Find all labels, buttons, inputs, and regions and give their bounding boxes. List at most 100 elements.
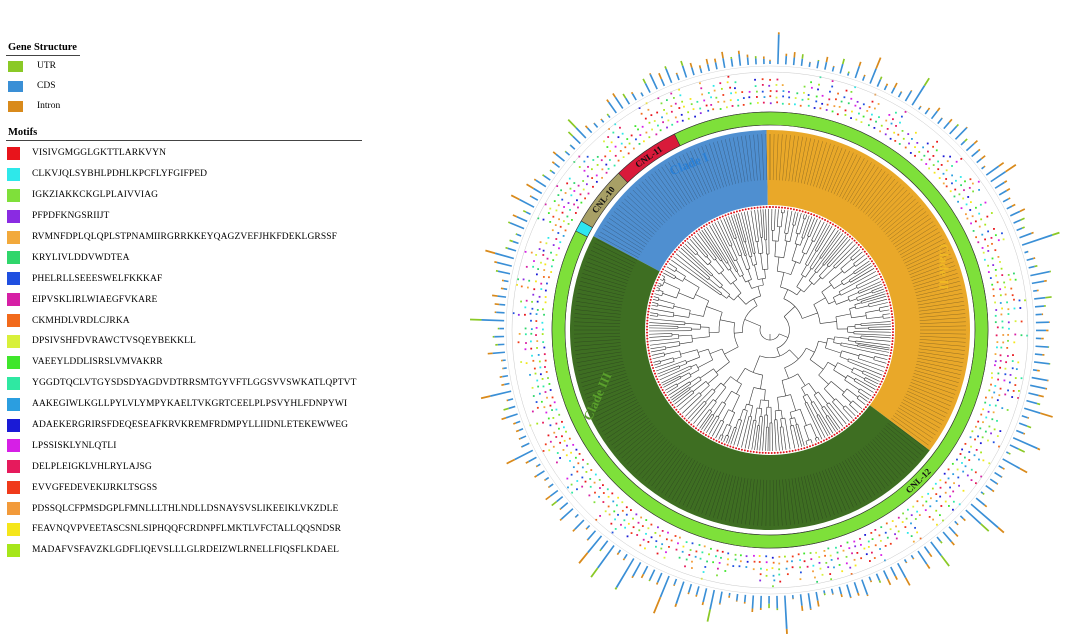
motif-dot (978, 212, 981, 215)
tree-branch (756, 241, 760, 254)
motif-dot (807, 94, 810, 96)
motif-dot (972, 190, 974, 193)
intron-bar (1027, 250, 1029, 253)
motif-dot (912, 505, 915, 508)
cds-bar (514, 449, 534, 461)
tree-branch (692, 336, 710, 339)
leaf-label-line (590, 250, 634, 270)
tree-branch (663, 272, 675, 280)
motif-dot (979, 442, 982, 445)
motif-dot (540, 400, 543, 403)
intron-bar (551, 500, 558, 507)
motif-dot (624, 146, 627, 149)
intron-bar (956, 123, 960, 127)
motif-dot (959, 453, 962, 455)
leaf-label-line (578, 360, 624, 371)
motif-dot (557, 232, 560, 234)
intron-bar (785, 628, 788, 634)
intron-bar (551, 161, 556, 165)
motif-dot (533, 367, 536, 370)
leaf-label-line (581, 370, 626, 383)
motif-dot (617, 513, 619, 516)
gene-structure-item: UTR (6, 56, 362, 76)
leaf-tip-dot (679, 413, 682, 416)
motif-dot (894, 139, 897, 142)
tree-branch (807, 394, 813, 403)
tree-branch (792, 211, 796, 225)
tree-branch (652, 298, 659, 301)
tree-branch (714, 222, 735, 261)
intron-bar (1011, 203, 1016, 207)
motif-dot (812, 564, 815, 567)
leaf-tip-dot (703, 225, 706, 228)
cds-bar (507, 398, 514, 402)
tree-branch (711, 419, 722, 437)
leaf-tip-dot (762, 206, 765, 209)
motif-dot (818, 561, 821, 564)
leaf-tip-dot (685, 419, 688, 422)
tree-branch (801, 236, 809, 253)
tree-branch (723, 391, 732, 404)
motif-dot (966, 217, 969, 220)
cds-bar (548, 483, 554, 488)
tree-branch (774, 209, 776, 231)
tree-branch (674, 268, 678, 272)
intron-bar (832, 65, 835, 67)
motif-dot (542, 328, 544, 331)
tree-branch (858, 281, 881, 292)
motif-dot (773, 579, 776, 582)
motif-dot (978, 188, 980, 191)
motif-item: EVVGFEDEVEKIJRKLTSGSS (6, 477, 362, 498)
motif-dot (748, 96, 751, 99)
tree-branch (809, 218, 818, 237)
motif-dot (991, 376, 993, 379)
tree-branch (857, 291, 860, 294)
motif-dot (548, 276, 550, 279)
intron-bar (1048, 321, 1050, 324)
motif-dot (848, 547, 851, 550)
motif-dot (734, 87, 736, 90)
motif-dot (810, 86, 813, 89)
motif-item: YGGDTQCLVTGYSDSDYAGDVDTRRSMTGYVFTLGGSVVS… (6, 373, 362, 394)
motif-dot (660, 102, 663, 105)
tree-branch (737, 295, 747, 305)
tree-branch (783, 298, 803, 319)
motif-dot (1014, 333, 1017, 336)
motif-dot (535, 401, 538, 403)
leaf-label-line (893, 217, 932, 245)
leaf-label-line (709, 472, 724, 517)
motif-dot (552, 244, 555, 246)
tree-branch (847, 375, 855, 380)
intron-bar (492, 294, 498, 297)
motif-label: DELPLEIGKLVHLRYLAJSG (32, 461, 152, 472)
leaf-tip-dot (646, 343, 649, 346)
motif-dot (717, 567, 719, 570)
motif-dot (583, 160, 586, 163)
motif-dot (949, 190, 952, 193)
motif-dot (991, 418, 994, 421)
motif-dot (978, 225, 981, 228)
cds-bar (769, 60, 771, 65)
tree-branch (711, 275, 723, 286)
leaf-tip-dot (865, 252, 868, 255)
cds-bar (846, 584, 852, 598)
tree-branch (658, 367, 680, 378)
tree-branch (756, 425, 760, 451)
gene-structure-title: Gene Structure (6, 38, 80, 56)
tree-branch (856, 274, 878, 287)
motif-dot (530, 332, 533, 335)
motif-dot (660, 547, 663, 550)
leaf-tip-dot (650, 295, 653, 298)
leaf-tip-dot (853, 239, 856, 242)
motif-dot (775, 84, 778, 86)
motif-dot (1012, 354, 1014, 356)
motif-dot (584, 480, 587, 483)
motif-dot (569, 460, 571, 462)
intron-bar (518, 437, 521, 440)
motif-dot (985, 416, 988, 419)
motif-dot (622, 156, 625, 158)
motif-dot (999, 288, 1002, 291)
motif-dot (963, 456, 966, 459)
motif-dot (818, 556, 821, 558)
motif-dot (544, 391, 547, 393)
